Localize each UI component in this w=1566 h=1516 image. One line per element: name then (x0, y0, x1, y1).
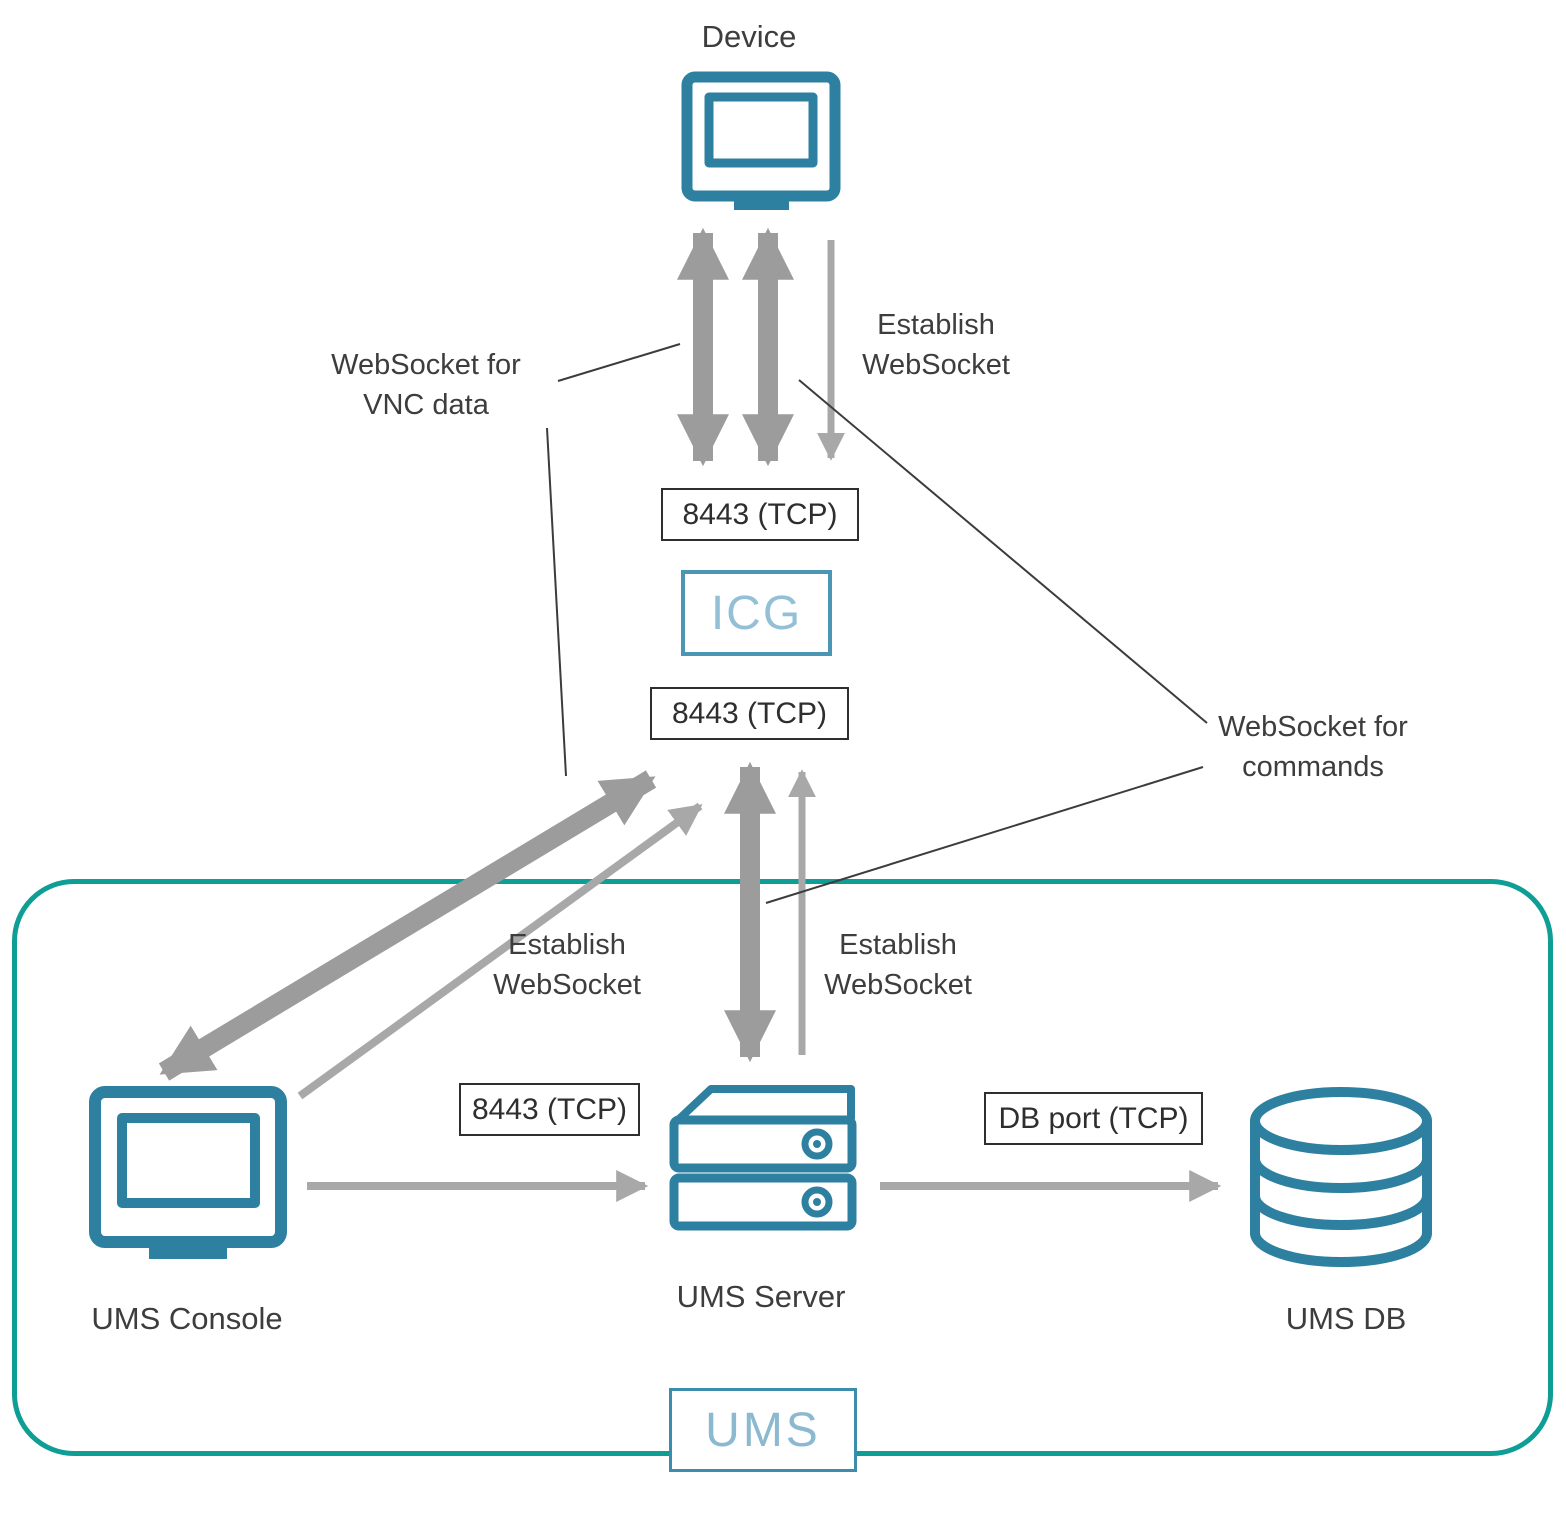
callout-line-vnc-to-arrows (557, 343, 681, 382)
annotation-establish-websocket-server: Establish WebSocket (824, 929, 972, 1002)
device-monitor-icon (681, 71, 841, 210)
icg-label: ICG (710, 586, 803, 640)
ums-server-label: UMS Server (676, 1279, 846, 1314)
callout-line-commands-upper (798, 379, 1208, 724)
ums-group-label: UMS (705, 1403, 821, 1457)
annotation-websocket-vnc: WebSocket for VNC data (331, 349, 521, 422)
callout-line-vnc-to-diagonal (546, 427, 567, 777)
ums-console-label: UMS Console (91, 1301, 283, 1336)
port-box-icg-ums-server: 8443 (TCP) (650, 687, 849, 740)
ums-group-boundary (12, 879, 1553, 1456)
annotation-websocket-commands: WebSocket for commands (1218, 711, 1408, 784)
port-box-device-icg: 8443 (TCP) (661, 488, 859, 541)
annotation-establish-websocket-device: Establish WebSocket (862, 309, 1010, 382)
device-label: Device (701, 19, 797, 54)
ums-group-label-box: UMS (669, 1388, 857, 1472)
port-box-console-server: 8443 (TCP) (459, 1083, 640, 1136)
annotation-establish-websocket-console: Establish WebSocket (493, 929, 641, 1002)
port-box-server-db: DB port (TCP) (984, 1092, 1203, 1145)
ums-db-label: UMS DB (1285, 1301, 1407, 1336)
icg-node: ICG (681, 570, 832, 656)
